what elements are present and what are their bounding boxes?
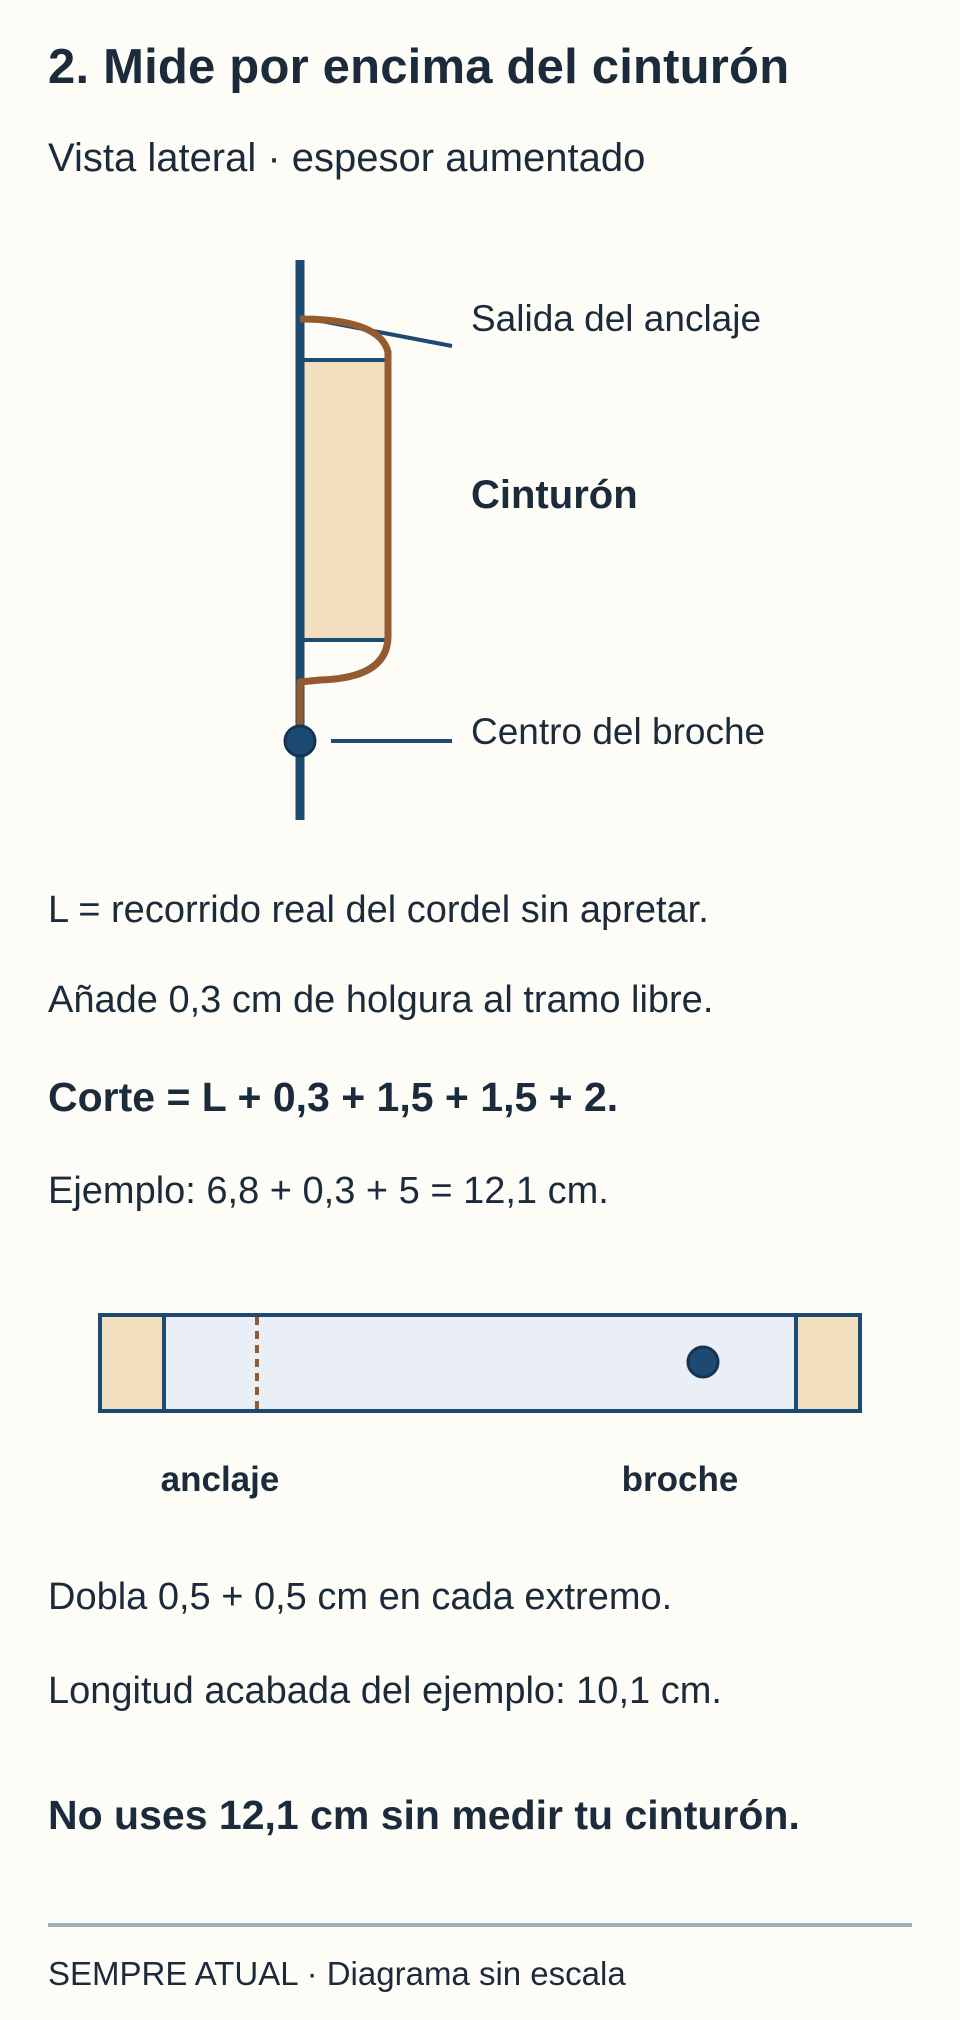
instruction-line-1: L = recorrido real del cordel sin apreta… [48,889,709,931]
example-calculation: Ejemplo: 6,8 + 0,3 + 5 = 12,1 cm. [48,1170,609,1212]
footer-divider [48,1923,912,1927]
side-view-diagram: Salida del anclaje Cinturón Centro del b… [283,260,765,820]
page-title: 2. Mide por encima del cinturón [48,40,790,94]
finished-length-note: Longitud acabada del ejemplo: 10,1 cm. [48,1670,722,1712]
strip-left-fold [98,1313,166,1413]
belt-section [298,358,390,642]
clasp-dot [283,724,317,758]
clasp-center-label: Centro del broche [471,711,765,752]
warning-note: No uses 12,1 cm sin medir tu cinturón. [48,1792,800,1838]
anchor-exit-label: Salida del anclaje [471,298,761,339]
footer-text: SEMPRE ATUAL · Diagrama sin escala [48,1955,626,1992]
instruction-line-2: Añade 0,3 cm de holgura al tramo libre. [48,979,714,1021]
strip-clasp-dot [686,1345,720,1379]
strip-body [98,1313,862,1413]
formula: Corte = L + 0,3 + 1,5 + 1,5 + 2. [48,1074,619,1120]
belt-label: Cinturón [471,473,638,517]
anchor-label: anclaje [161,1460,280,1499]
strip-right-fold [794,1313,862,1413]
measure-cord-path [296,315,392,725]
fold-note: Dobla 0,5 + 0,5 cm en cada extremo. [48,1576,673,1618]
page-subtitle: Vista lateral · espesor aumentado [48,136,646,180]
clasp-label: broche [622,1460,739,1499]
